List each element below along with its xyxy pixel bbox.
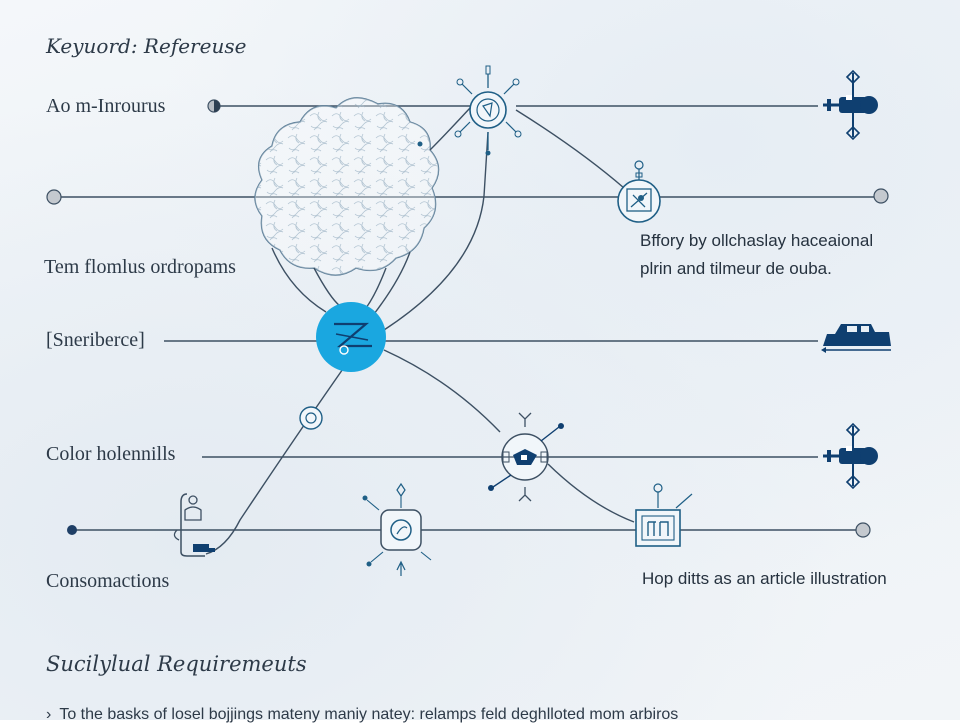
- small-ring-icon: [299, 406, 323, 430]
- radiant-node-icon: [417, 65, 522, 156]
- network-cloud-icon: [254, 97, 440, 276]
- row-label-b: Tem flomlus ordropams: [44, 256, 236, 278]
- row-a-start-fill: [214, 100, 220, 112]
- horizontal-rails: [54, 105, 880, 531]
- row-label-d: Color holennills: [46, 443, 176, 465]
- annotation-bottom: Hop ditts as an article illustration: [642, 569, 887, 588]
- square-node-icon: [635, 483, 693, 547]
- cloud-connectors: [205, 107, 635, 555]
- row-e-start-icon: [67, 525, 77, 535]
- annotation-top-line2: plrin and tilmeur de ouba.: [640, 259, 832, 278]
- plug-connector-icon: [823, 69, 878, 141]
- row-b-start-icon: [46, 189, 62, 205]
- row-label-a: Ao m-Inrourus: [46, 95, 166, 117]
- rounded-square-icon: [362, 482, 432, 576]
- page-title: Keyuord: Refereuse: [46, 34, 247, 58]
- person-device-icon: [173, 493, 215, 557]
- vehicle-icon: [821, 324, 891, 353]
- annotation-top-line1: Bffory by ollchaslay haceaional: [640, 231, 874, 250]
- row-e-end-icon: [855, 522, 871, 538]
- row-label-e: Consomactions: [46, 570, 170, 592]
- requirements-text: To the basks of losel bojjings mateny ma…: [59, 706, 679, 723]
- framed-symbol-icon: [617, 160, 661, 223]
- requirements-heading: Sucilylual Requiremeuts: [46, 652, 307, 676]
- crosshair-node-icon: [488, 412, 564, 502]
- central-hub-icon: [316, 302, 386, 372]
- row-label-c: [Sneriberce]: [46, 329, 145, 351]
- row-b-end-icon: [873, 188, 889, 204]
- bullet-icon: ›: [46, 706, 52, 723]
- requirements-list-item: › To the basks of losel bojjings mateny m…: [46, 706, 678, 724]
- rail-endpoints: [46, 99, 889, 538]
- plug-connector-icon: [823, 422, 878, 490]
